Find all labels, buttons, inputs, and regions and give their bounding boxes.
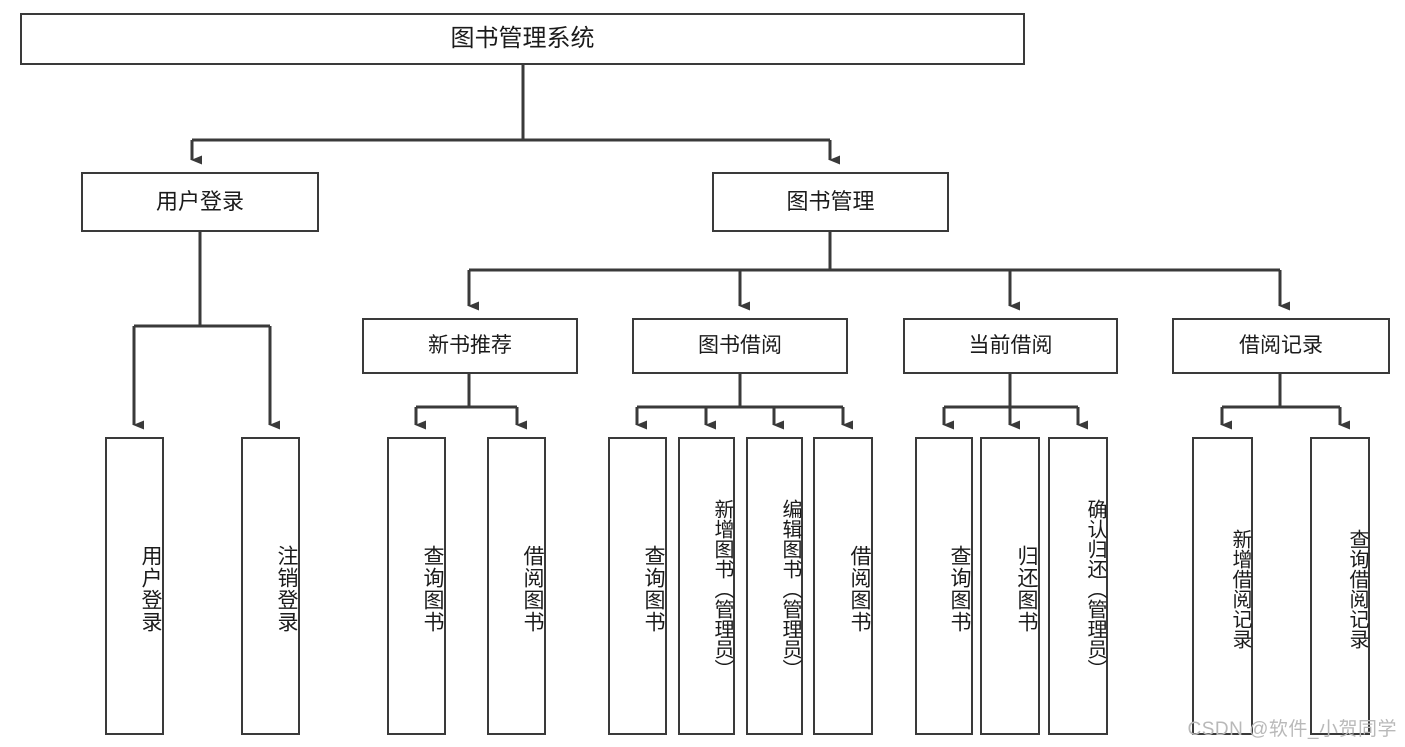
node-leaf-edit-book[interactable]: 编辑图书（管理员） bbox=[746, 437, 803, 735]
node-leaf-return-book[interactable]: 归还图书 bbox=[980, 437, 1040, 735]
watermark: CSDN @软件_小贺同学 bbox=[1187, 719, 1397, 740]
node-leaf-query-book-2[interactable]: 查询图书 bbox=[608, 437, 667, 735]
node-leaf-query-book-3[interactable]: 查询图书 bbox=[915, 437, 973, 735]
node-root[interactable]: 图书管理系统 bbox=[20, 13, 1025, 65]
node-leaf-borrow-book-2[interactable]: 借阅图书 bbox=[813, 437, 873, 735]
node-leaf-user-login[interactable]: 用户登录 bbox=[105, 437, 164, 735]
node-user-login[interactable]: 用户登录 bbox=[81, 172, 319, 232]
node-leaf-logout[interactable]: 注销登录 bbox=[241, 437, 300, 735]
node-leaf-confirm-return[interactable]: 确认归还（管理员） bbox=[1048, 437, 1108, 735]
node-book-borrow[interactable]: 图书借阅 bbox=[632, 318, 848, 374]
node-leaf-query-book-1[interactable]: 查询图书 bbox=[387, 437, 446, 735]
node-leaf-query-borrow-record[interactable]: 查询借阅记录 bbox=[1310, 437, 1370, 735]
node-borrow-record[interactable]: 借阅记录 bbox=[1172, 318, 1390, 374]
node-new-book-recommend[interactable]: 新书推荐 bbox=[362, 318, 578, 374]
node-book-manage[interactable]: 图书管理 bbox=[712, 172, 949, 232]
node-leaf-add-borrow-record[interactable]: 新增借阅记录 bbox=[1192, 437, 1253, 735]
node-leaf-borrow-book-1[interactable]: 借阅图书 bbox=[487, 437, 546, 735]
node-leaf-add-book[interactable]: 新增图书（管理员） bbox=[678, 437, 735, 735]
node-current-borrow[interactable]: 当前借阅 bbox=[903, 318, 1118, 374]
